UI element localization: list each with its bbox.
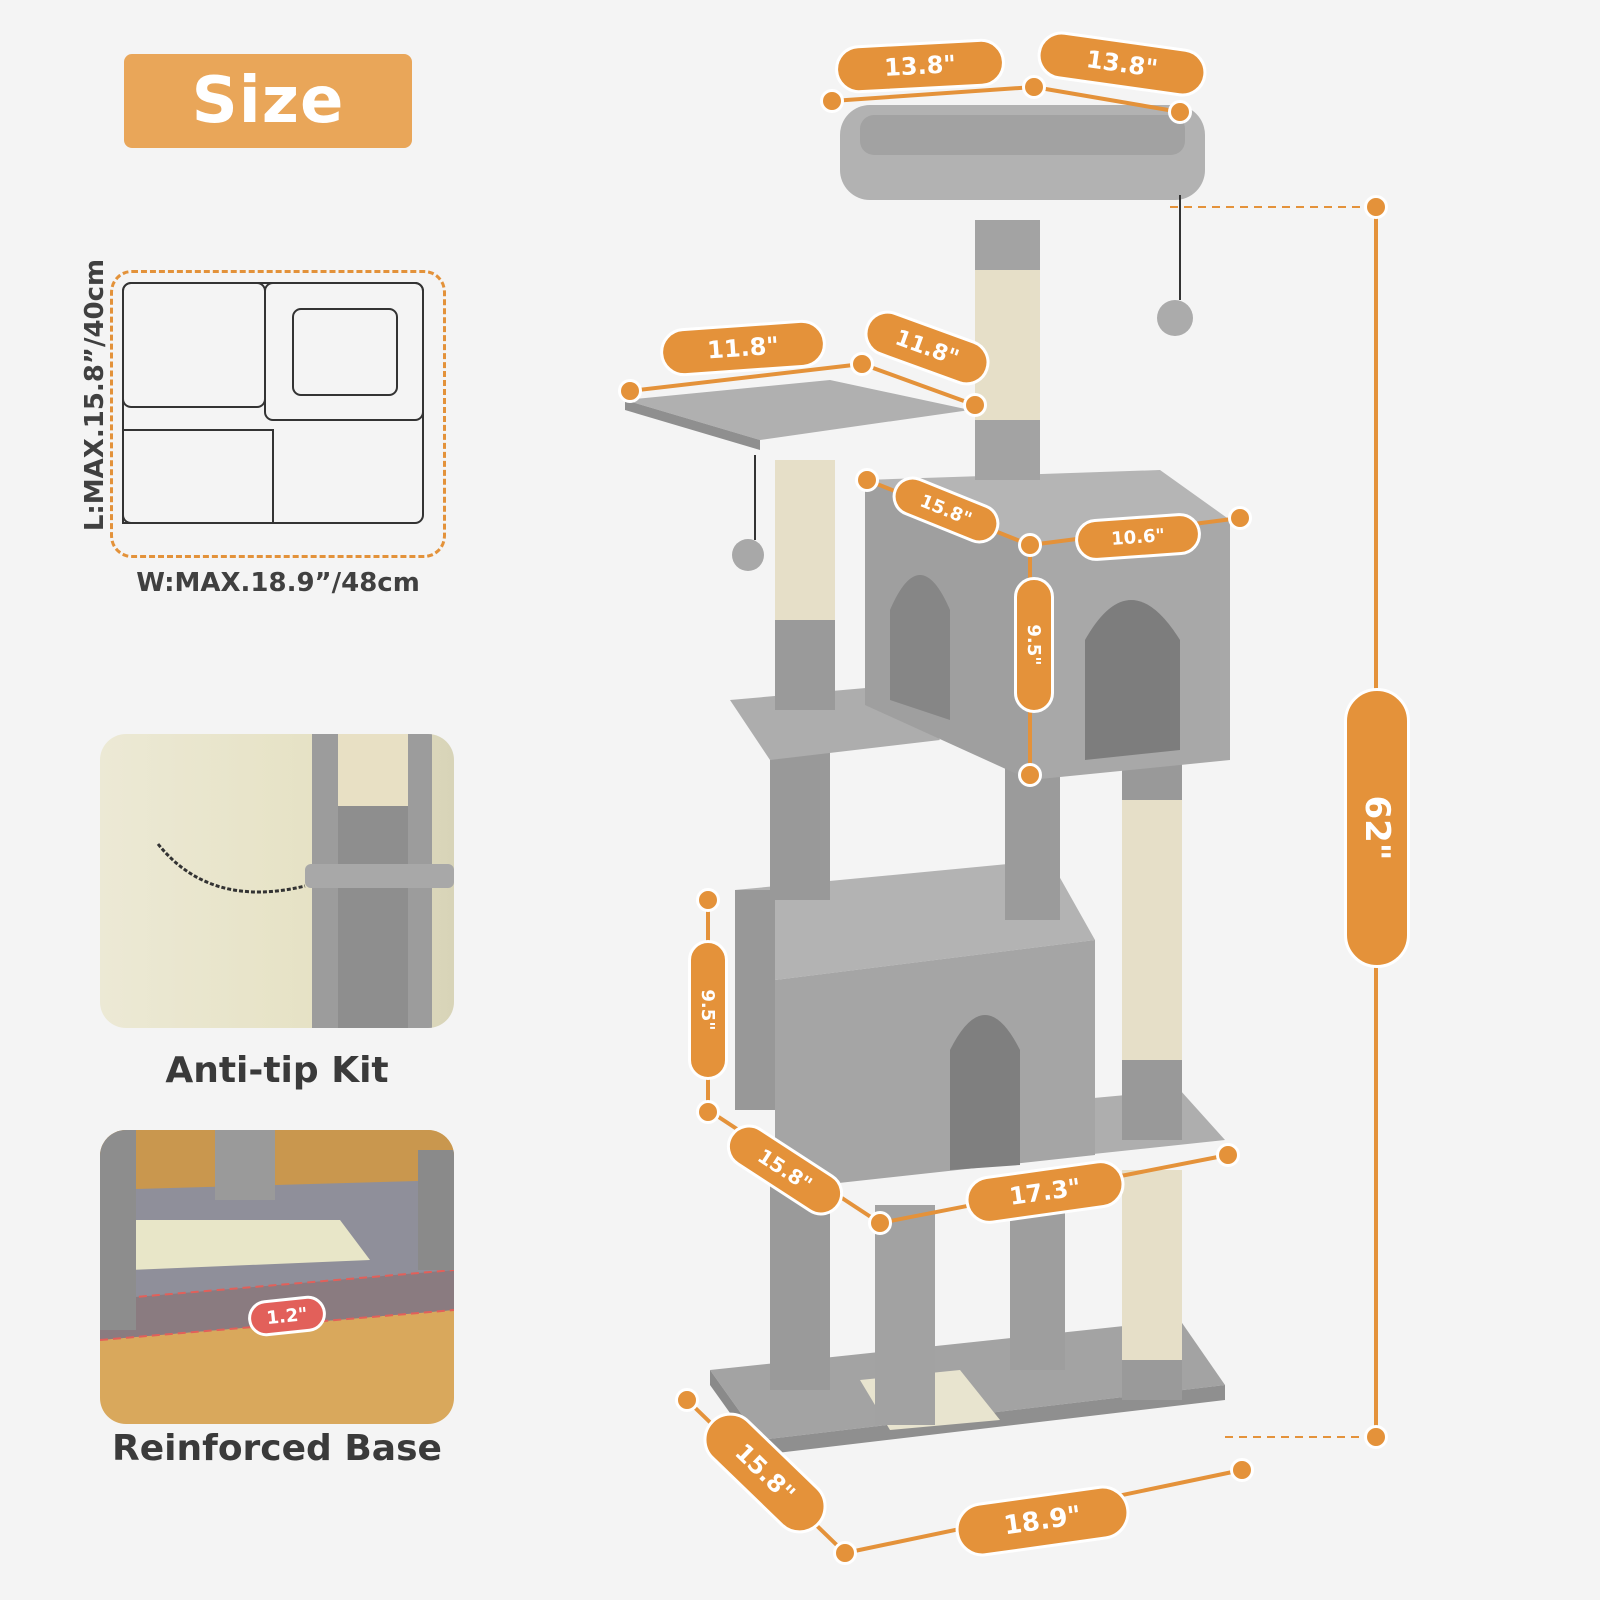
width-max-label: W:MAX.18.9”/48cm xyxy=(136,568,420,598)
anti-tip-kit-label: Anti-tip Kit xyxy=(165,1050,389,1091)
top-perch-width-label: 13.8" xyxy=(833,37,1007,95)
reinforced-base-photo: 1.2" xyxy=(100,1130,454,1424)
anti-tip-kit-photo xyxy=(100,734,454,1028)
measure-point xyxy=(850,352,874,376)
measure-point xyxy=(696,888,720,912)
upper-condo-width-label: 10.6" xyxy=(1073,511,1203,563)
measure-point xyxy=(1364,195,1388,219)
measure-point xyxy=(1230,1458,1254,1482)
measure-point xyxy=(820,89,844,113)
measure-point xyxy=(868,1211,892,1235)
measure-point xyxy=(1018,533,1042,557)
measure-point xyxy=(855,468,879,492)
measure-point xyxy=(833,1541,857,1565)
measure-point xyxy=(1168,100,1192,124)
measure-point xyxy=(696,1100,720,1124)
measure-point xyxy=(963,393,987,417)
measure-point xyxy=(675,1388,699,1412)
measure-point xyxy=(1022,75,1046,99)
measure-point xyxy=(1364,1425,1388,1449)
measure-point xyxy=(1216,1143,1240,1167)
lower-condo-height-label: 9.5" xyxy=(688,940,728,1080)
measure-point xyxy=(618,379,642,403)
size-title-badge: Size xyxy=(124,54,412,148)
footprint-dashed-box xyxy=(110,270,446,558)
measure-point xyxy=(1228,506,1252,530)
measure-point xyxy=(1018,763,1042,787)
footprint-layout-icon xyxy=(122,282,424,524)
total-height-label: 62" xyxy=(1344,688,1410,968)
upper-condo-height-label: 9.5" xyxy=(1014,577,1054,713)
reinforced-base-label: Reinforced Base xyxy=(112,1428,442,1469)
